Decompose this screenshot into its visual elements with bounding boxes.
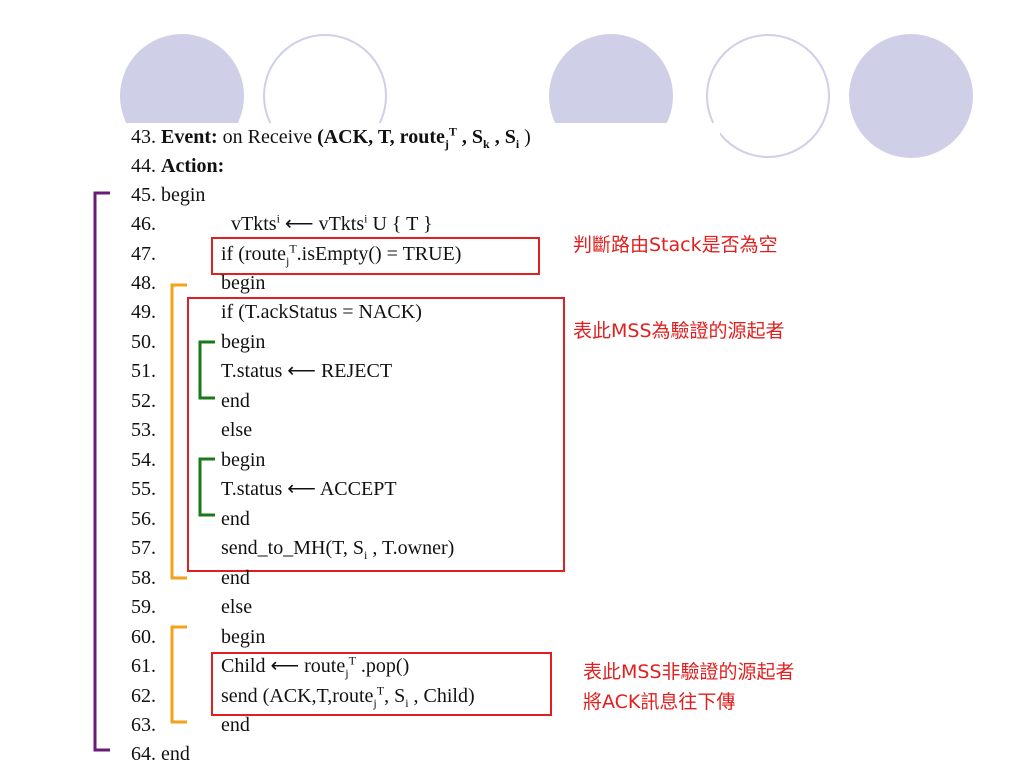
code-line-43: 43. Event: on Receive (ACK, T, routejT ,…: [131, 124, 531, 151]
bracket-mid-1: [170, 283, 187, 580]
code-line-46: 46. vTktsi ⟵ vTktsi U { T }: [131, 211, 433, 235]
code-area-background: [105, 123, 720, 183]
code-line-45: 45. begin: [131, 184, 206, 206]
highlight-box-child: [211, 652, 552, 716]
code-line-47: 47. if (routejT.isEmpty() = TRUE): [131, 241, 462, 268]
code-line-50: 50. begin: [131, 331, 266, 353]
code-line-62: 62. send (ACK,T,routejT, Si , Child): [131, 683, 475, 710]
code-line-49: 49. if (T.ackStatus = NACK): [131, 301, 422, 323]
annotation-mss-not-source-2: 將ACK訊息往下傳: [583, 691, 736, 713]
annotation-mss-source: 表此MSS為驗證的源起者: [573, 320, 785, 342]
code-line-58: 58. end: [131, 567, 250, 589]
code-line-44: 44. Action:: [131, 155, 225, 177]
code-line-55: 55. T.status ⟵ ACCEPT: [131, 478, 397, 500]
annotation-mss-not-source-1: 表此MSS非驗證的源起者: [583, 661, 795, 683]
code-line-61: 61. Child ⟵ routejT .pop(): [131, 653, 410, 680]
code-line-64: 64. end: [131, 743, 190, 765]
code-line-52: 52. end: [131, 390, 250, 412]
code-line-57: 57. send_to_MH(T, Si , T.owner): [131, 537, 455, 562]
highlight-box-ackstatus: [187, 297, 565, 572]
code-line-51: 51. T.status ⟵ REJECT: [131, 360, 393, 382]
highlight-box-isempty: [211, 237, 540, 275]
code-line-59: 59. else: [131, 596, 253, 618]
decor-circle-3: [849, 34, 973, 158]
annotation-stack-empty: 判斷路由Stack是否為空: [573, 234, 778, 256]
code-line-63: 63. end: [131, 714, 250, 736]
decor-ring-2: [706, 34, 830, 158]
code-line-54: 54. begin: [131, 449, 266, 471]
code-line-56: 56. end: [131, 508, 250, 530]
bracket-inner-1: [198, 340, 215, 400]
code-line-60: 60. begin: [131, 626, 266, 648]
bracket-mid-2: [170, 625, 187, 724]
code-line-48: 48. begin: [131, 272, 266, 294]
bracket-outer: [93, 191, 110, 752]
code-line-53: 53. else: [131, 419, 253, 441]
bracket-inner-2: [198, 457, 215, 517]
